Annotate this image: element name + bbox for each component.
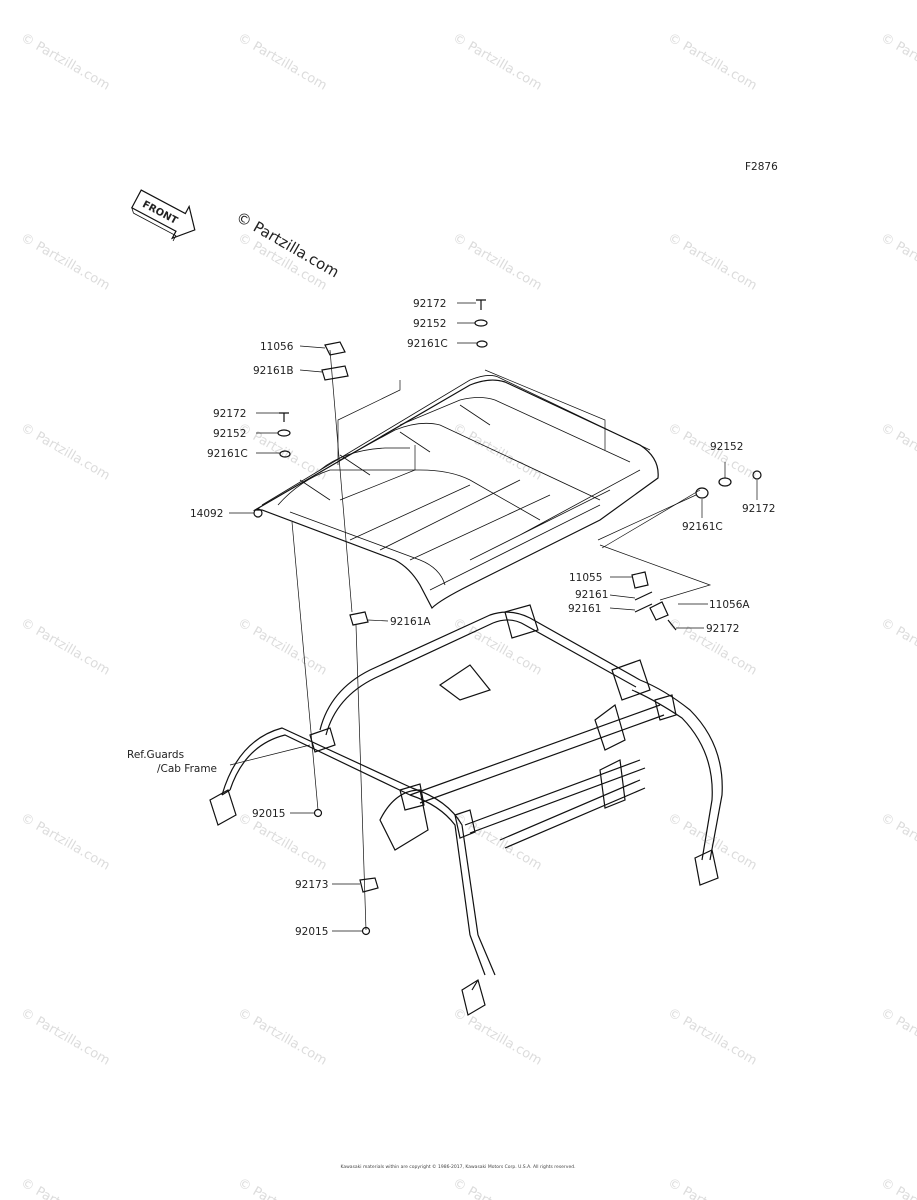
reference-label: Ref.Guards /Cab Frame xyxy=(127,749,217,775)
leader-lines xyxy=(229,302,758,932)
callout-92161c-top: 92161C xyxy=(407,338,448,350)
watermark-text: © Partzilla.com xyxy=(665,810,759,873)
callout-92172-left: 92172 xyxy=(213,408,246,420)
watermark-text: © Partzilla.com xyxy=(665,1005,759,1068)
watermark-text: © Partzilla.com xyxy=(18,420,112,483)
reference-line-1: Ref.Guards xyxy=(127,749,184,761)
watermark-text: © Partzilla.com xyxy=(878,230,917,293)
watermark-text: © Partzilla.com xyxy=(18,1175,112,1200)
callout-92172-top: 92172 xyxy=(413,298,446,310)
watermark-text: © Partzilla.com xyxy=(235,30,329,93)
callout-11055: 11055 xyxy=(569,572,602,584)
watermark-text: © Partzilla.com xyxy=(450,30,544,93)
callout-11056: 11056 xyxy=(260,341,294,353)
callout-92161b: 92161B xyxy=(253,365,294,377)
watermark-text: © Partzilla.com xyxy=(18,30,112,93)
front-arrow-icon: FRONT xyxy=(131,189,196,242)
hardware xyxy=(253,299,762,936)
watermark-text: © Partzilla.com xyxy=(665,1175,759,1200)
watermark-text: © Partzilla.com xyxy=(665,230,759,293)
watermark-text: © Partzilla.com xyxy=(878,420,917,483)
watermark-text: © Partzilla.com xyxy=(235,1175,329,1200)
watermark-text: © Partzilla.com xyxy=(878,615,917,678)
callout-92173: 92173 xyxy=(295,879,328,891)
watermark-text: © Partzilla.com xyxy=(665,30,759,93)
callout-92152-top: 92152 xyxy=(413,318,446,330)
reference-line-2: /Cab Frame xyxy=(157,763,217,775)
watermark-text: © Partzilla.com xyxy=(18,1005,112,1068)
callout-14092: 14092 xyxy=(190,508,223,520)
watermark-text: © Partzilla.com xyxy=(235,1005,329,1068)
roof-panel xyxy=(252,369,659,610)
copyright-notice: Kawasaki materials within are copyright … xyxy=(341,1163,576,1170)
callout-92161c-left: 92161C xyxy=(207,448,248,460)
watermark-text: © Partzilla.com xyxy=(878,30,917,93)
watermark-text: © Partzilla.com xyxy=(18,810,112,873)
callout-92161c-right: 92161C xyxy=(682,521,723,533)
callout-labels: 92172 92152 92161C 11056 92161B 92172 92… xyxy=(127,298,775,938)
watermark-text: © Partzilla.com xyxy=(878,1175,917,1200)
cab-frame xyxy=(209,604,723,1016)
callout-92152-right: 92152 xyxy=(710,441,743,453)
watermark-text: © Partzilla.com xyxy=(18,615,112,678)
watermark-text: © Partzilla.com xyxy=(235,615,329,678)
callout-92015-b: 92015 xyxy=(295,926,328,938)
callout-92161-a: 92161 xyxy=(575,589,608,601)
callout-92152-left: 92152 xyxy=(213,428,246,440)
watermark-text: © Partzilla.com xyxy=(450,230,544,293)
watermark-text: © Partzilla.com xyxy=(450,1005,544,1068)
callout-92015-a: 92015 xyxy=(252,808,285,820)
diagram-code: F2876 xyxy=(745,161,778,173)
watermark-text: © Partzilla.com xyxy=(878,1005,917,1068)
watermark-text: © Partzilla.com xyxy=(450,1175,544,1200)
callout-92161a: 92161A xyxy=(390,616,431,628)
callout-92161-b: 92161 xyxy=(568,603,601,615)
watermark-text: © Partzilla.com xyxy=(878,810,917,873)
callout-92172-lower: 92172 xyxy=(706,623,739,635)
callout-92172-right: 92172 xyxy=(742,503,775,515)
watermark-text: © Partzilla.com xyxy=(18,230,112,293)
callout-11056a: 11056A xyxy=(709,599,750,611)
